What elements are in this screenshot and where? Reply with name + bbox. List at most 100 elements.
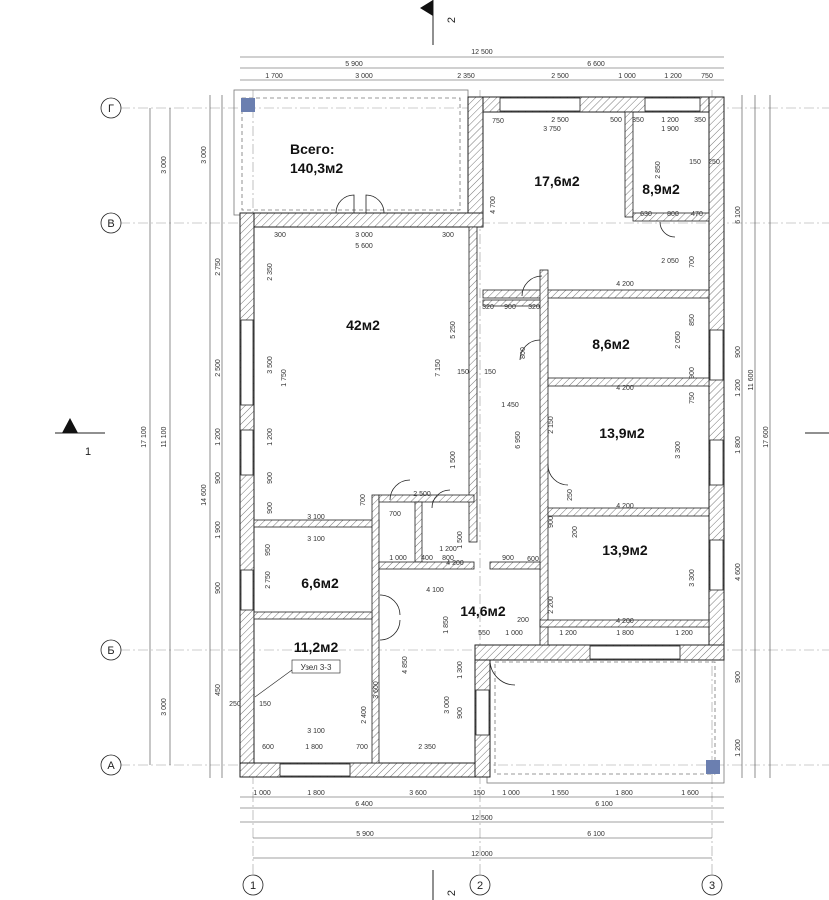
dim-bottom-segments: 1 000 1 800 3 600 150 1 000 1 550 1 800 … [253, 790, 699, 797]
svg-text:1 900: 1 900 [215, 521, 222, 539]
svg-text:3 600: 3 600 [373, 681, 380, 699]
svg-text:700: 700 [360, 494, 367, 506]
svg-text:3 000: 3 000 [201, 146, 208, 164]
interior-walls [253, 111, 710, 764]
svg-text:630: 630 [640, 211, 652, 218]
dim-top-right: 6 600 [587, 61, 605, 68]
svg-text:3 500: 3 500 [267, 356, 274, 374]
svg-text:3 300: 3 300 [675, 441, 682, 459]
dim-left-bottom: 3 000 [161, 698, 168, 716]
svg-text:2 050: 2 050 [661, 258, 679, 265]
dim-bottom-right: 6 100 [595, 801, 613, 808]
dim-left-overall: 17 100 [141, 426, 148, 448]
room-area-hall: 14,6м2 [460, 603, 506, 619]
svg-text:2 500: 2 500 [215, 359, 222, 377]
dim-top-overall: 12 500 [471, 49, 493, 56]
svg-text:470: 470 [691, 211, 703, 218]
svg-text:1 200: 1 200 [559, 630, 577, 637]
svg-text:800: 800 [442, 555, 454, 562]
room-area-bedroom-1: 17,6м2 [534, 173, 580, 189]
svg-text:900: 900 [457, 707, 464, 719]
dim-bottom-axis-overall: 12 000 [471, 851, 493, 858]
dim-top-segments: 1 700 3 000 2 350 2 500 1 000 1 200 750 [265, 73, 713, 80]
svg-text:1 200: 1 200 [267, 428, 274, 446]
svg-text:1 850: 1 850 [443, 616, 450, 634]
svg-text:2 500: 2 500 [413, 491, 431, 498]
svg-text:3 600: 3 600 [409, 790, 427, 797]
axis-label-v: В [107, 218, 114, 230]
dim-bottom-overall: 12 500 [471, 815, 493, 822]
svg-text:3 100: 3 100 [307, 514, 325, 521]
axis-bubbles [100, 97, 723, 896]
svg-text:700: 700 [689, 256, 696, 268]
svg-text:250: 250 [229, 701, 241, 708]
svg-text:900: 900 [267, 472, 274, 484]
svg-text:2 500: 2 500 [551, 73, 569, 80]
dim-left-middle: 11 100 [161, 426, 168, 447]
svg-text:4 200: 4 200 [616, 618, 634, 625]
svg-text:400: 400 [421, 555, 433, 562]
svg-text:900: 900 [548, 516, 555, 528]
svg-text:4 200: 4 200 [616, 503, 634, 510]
svg-text:450: 450 [215, 684, 222, 696]
doors [335, 194, 676, 686]
svg-text:300: 300 [274, 232, 286, 239]
dim-bottom-left: 6 400 [355, 801, 373, 808]
svg-text:1 450: 1 450 [501, 402, 519, 409]
svg-text:900: 900 [215, 582, 222, 594]
svg-text:4 850: 4 850 [402, 656, 409, 674]
svg-text:1 000: 1 000 [505, 630, 523, 637]
svg-text:750: 750 [689, 392, 696, 404]
section-mark-left-label: 1 [85, 446, 91, 458]
total-area-value: 140,3м2 [290, 160, 343, 176]
dim-right-segments: 6 100 900 1 200 1 800 4 600 900 1 200 [735, 206, 742, 757]
svg-text:4 700: 4 700 [490, 196, 497, 214]
axis-label-g: Г [108, 103, 114, 115]
svg-text:150: 150 [259, 701, 271, 708]
svg-text:950: 950 [265, 544, 272, 556]
windows [240, 97, 724, 777]
svg-text:1 800: 1 800 [307, 790, 325, 797]
svg-text:1 000: 1 000 [253, 790, 271, 797]
svg-text:1 300: 1 300 [457, 661, 464, 679]
svg-text:150: 150 [484, 369, 496, 376]
svg-text:1 800: 1 800 [735, 436, 742, 454]
svg-text:900: 900 [267, 502, 274, 514]
svg-text:1 800: 1 800 [305, 744, 323, 751]
interior-dimension-labels: 300 3 000 300 5 600 2 350 3 500 1 750 1 … [229, 117, 720, 751]
section-mark-top-label: 2 [446, 17, 458, 23]
dimension-lines [149, 56, 771, 859]
svg-text:1 200: 1 200 [735, 379, 742, 397]
svg-text:3 000: 3 000 [444, 696, 451, 714]
room-area-utility: 6,6м2 [301, 575, 339, 591]
room-area-kitchen: 11,2м2 [294, 639, 339, 655]
svg-text:1 700: 1 700 [265, 73, 283, 80]
svg-text:2 500: 2 500 [551, 117, 569, 124]
svg-text:900: 900 [215, 472, 222, 484]
room-area-living: 42м2 [346, 317, 380, 333]
svg-text:1 200: 1 200 [439, 546, 457, 553]
svg-text:200: 200 [572, 526, 579, 538]
svg-text:320: 320 [528, 304, 540, 311]
svg-text:6 950: 6 950 [515, 431, 522, 449]
svg-text:1 000: 1 000 [502, 790, 520, 797]
svg-text:350: 350 [632, 117, 644, 124]
axis-label-a: А [107, 760, 115, 772]
svg-text:1 500: 1 500 [457, 531, 464, 549]
svg-text:4 200: 4 200 [616, 281, 634, 288]
svg-text:2 350: 2 350 [457, 73, 475, 80]
svg-text:2 350: 2 350 [418, 744, 436, 751]
svg-text:4 600: 4 600 [735, 563, 742, 581]
svg-text:500: 500 [610, 117, 622, 124]
svg-text:250: 250 [567, 489, 574, 501]
dim-right-sub: 11 600 [748, 369, 755, 390]
svg-text:1 750: 1 750 [281, 369, 288, 387]
svg-text:5 600: 5 600 [355, 243, 373, 250]
svg-text:900: 900 [735, 346, 742, 358]
svg-text:2 750: 2 750 [265, 571, 272, 589]
svg-text:1 800: 1 800 [615, 790, 633, 797]
dim-left-house: 14 600 [201, 484, 208, 506]
svg-text:6 100: 6 100 [735, 206, 742, 224]
room-area-room-3: 8,6м2 [592, 336, 630, 352]
node-callout [254, 659, 341, 698]
